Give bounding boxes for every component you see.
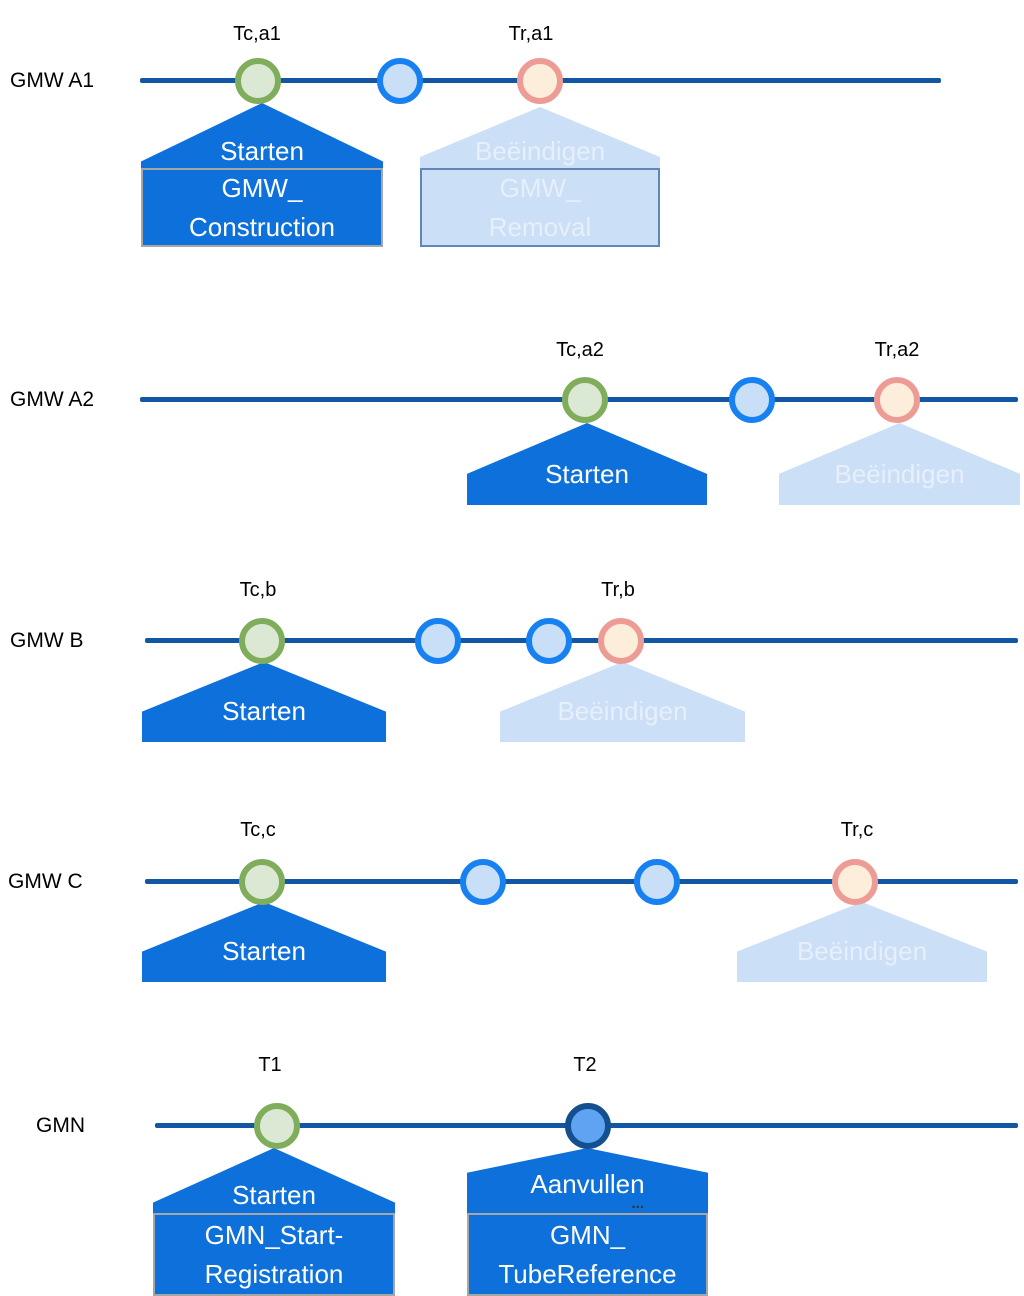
timeline-line: [145, 638, 1018, 643]
event-marker-removal: [874, 377, 920, 423]
row-label-gmw-a2: GMW A2: [10, 388, 95, 411]
callout-pentagon-dark: Starten: [153, 1148, 395, 1213]
callout-pentagon-light: Beëindigen: [779, 423, 1020, 505]
document-box: GMW_ Removal: [420, 168, 660, 247]
row-label-gmn: GMN: [36, 1114, 85, 1137]
callout-pentagon-light: Beëindigen: [737, 902, 987, 982]
callout-action-label: Beëindigen: [796, 936, 928, 966]
row-label-gmw-a1: GMW A1: [10, 69, 95, 92]
time-label: Tr,a1: [508, 23, 554, 45]
time-label: Tc,c: [240, 819, 276, 841]
row-label-gmw-c: GMW C: [8, 870, 83, 893]
document-name-line: GMW_: [221, 172, 303, 203]
event-marker-removal: [517, 58, 563, 104]
document-name-line: GMN_Start-: [204, 1219, 344, 1250]
document-box: GMN_ TubeReference: [467, 1213, 708, 1296]
time-label: Tr,a2: [874, 339, 920, 361]
event-marker-removal: [598, 618, 644, 664]
event-marker-removal: [832, 859, 878, 905]
time-label: Tr,c: [840, 819, 874, 841]
callout-action-label: Starten: [222, 936, 306, 966]
callout-pentagon-dark: Starten: [467, 423, 707, 505]
event-marker-start: [239, 859, 285, 905]
timeline-line: [145, 879, 1018, 884]
callout-pentagon-dark: Starten: [142, 902, 386, 982]
callout-action-label: Starten: [220, 136, 304, 166]
time-label: T1: [258, 1054, 282, 1076]
document-name-line: TubeReference: [498, 1258, 677, 1289]
callout-action-label: Aanvullen: [530, 1169, 645, 1199]
callout-action-label: Starten: [545, 459, 629, 489]
callout-action-label: Starten: [222, 696, 306, 726]
document-name-line: GMN_: [549, 1219, 626, 1250]
callout-pentagon-light: Beëindigen: [500, 662, 745, 742]
document-name-line: Construction: [189, 211, 335, 242]
event-marker-intermediate: [634, 859, 680, 905]
document-name-line: Removal: [488, 211, 592, 242]
time-label: Tc,b: [239, 579, 277, 601]
callout-action-label: Starten: [232, 1180, 316, 1210]
document-box: GMN_Start- Registration: [153, 1213, 395, 1296]
ellipsis-label: ...: [631, 1195, 645, 1212]
event-marker-start: [239, 618, 285, 664]
row-label-gmw-b: GMW B: [10, 629, 84, 652]
callout-pentagon-dark: Starten: [141, 103, 383, 168]
event-marker-intermediate: [729, 377, 775, 423]
document-box: GMW_ Construction: [141, 168, 383, 247]
callout-action-label: Beëindigen: [834, 459, 965, 489]
callout-pentagon-light: Beëindigen: [420, 107, 660, 168]
event-marker-intermediate: [415, 618, 461, 664]
time-label: Tc,a1: [233, 23, 281, 45]
event-marker-start: [562, 377, 608, 423]
callout-pentagon-dark: Starten: [142, 662, 386, 742]
event-marker-intermediate: [460, 859, 506, 905]
callout-action-label: Beëindigen: [557, 696, 688, 726]
time-label: Tr,b: [601, 579, 635, 601]
callout-action-label: Beëindigen: [474, 136, 606, 166]
callout-pentagon-dark: Aanvullen...: [467, 1148, 708, 1213]
document-name-line: GMW_: [499, 172, 581, 203]
time-label: Tc,a2: [556, 339, 604, 361]
event-marker-reference: [565, 1103, 611, 1149]
event-marker-intermediate: [377, 58, 423, 104]
event-marker-intermediate: [526, 618, 572, 664]
time-label: T2: [573, 1054, 597, 1076]
event-marker-start: [254, 1103, 300, 1149]
document-name-line: Registration: [204, 1258, 344, 1289]
event-marker-start: [235, 58, 281, 104]
